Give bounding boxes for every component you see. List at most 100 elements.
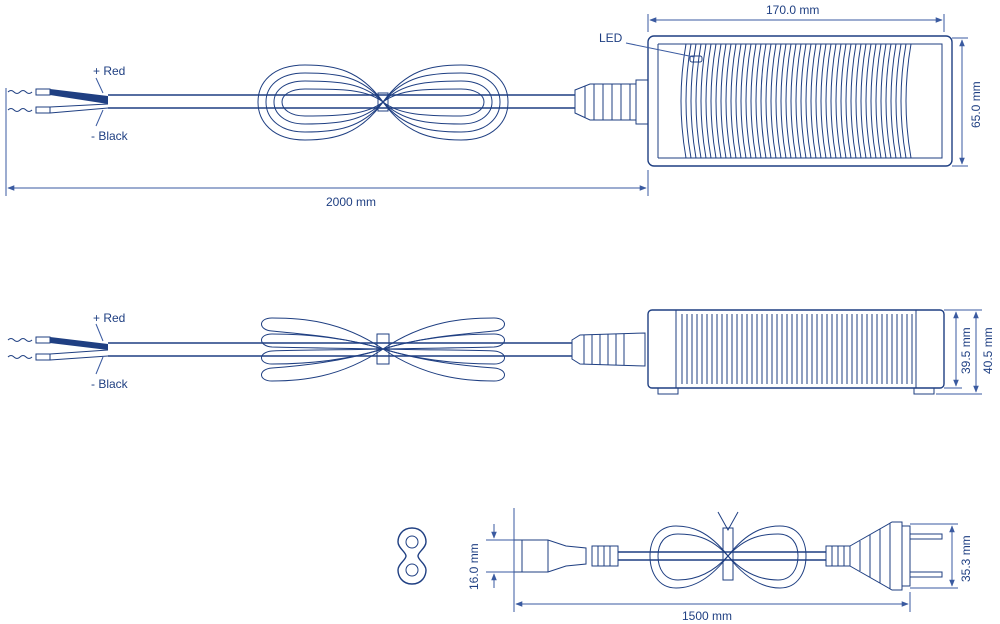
foot-right [913, 387, 935, 395]
plug-pin-top [909, 533, 943, 540]
cooling-rib [810, 43, 817, 159]
euro-plug [825, 521, 943, 591]
cooling-rib [765, 43, 772, 159]
cooling-rib [795, 43, 802, 159]
wire-ends-side [7, 323, 109, 375]
adapter-body-side [647, 309, 945, 395]
cooling-rib [725, 43, 732, 159]
cooling-rib [690, 43, 697, 159]
cooling-rib [715, 43, 722, 159]
cooling-rib [790, 43, 797, 159]
cable-tie [377, 92, 389, 112]
ac-length-label: 1500 mm [682, 609, 732, 623]
cooling-rib [710, 43, 717, 159]
cooling-ribs-top [680, 43, 912, 159]
cooling-rib [800, 43, 807, 159]
cooling-rib [860, 43, 867, 159]
cooling-rib [695, 43, 702, 159]
cooling-rib [720, 43, 727, 159]
cooling-rib [775, 43, 782, 159]
cooling-rib [755, 43, 762, 159]
connector-height-label: 16.0 mm [467, 543, 481, 590]
height-39-label: 39.5 mm [959, 327, 973, 374]
foot-left [657, 387, 679, 395]
led-leader [625, 42, 695, 58]
red-wire-jacket [50, 89, 108, 104]
cooling-rib [875, 43, 882, 159]
height-40-label: 40.5 mm [981, 327, 995, 374]
cooling-rib [840, 43, 847, 159]
side-height-dimension [936, 309, 982, 395]
ac-cord-view: 16.0 mm [397, 508, 973, 623]
plug-height-dimension [910, 523, 958, 589]
cooling-rib [845, 43, 852, 159]
side-view: + Red - Black [7, 309, 995, 395]
led-label: LED [599, 31, 623, 45]
red-wire-label: + Red [93, 64, 125, 78]
cooling-rib [835, 43, 842, 159]
width-dimension [647, 14, 945, 32]
cooling-rib [805, 43, 812, 159]
adapter-body-top [625, 35, 953, 167]
cooling-rib [905, 43, 912, 159]
cable-tie-side [376, 333, 390, 365]
wire-ends [7, 77, 109, 127]
black-wire-label-side: - Black [91, 377, 129, 391]
height-dimension [952, 37, 968, 167]
led-indicator [689, 55, 703, 63]
plug-pin-bottom [909, 571, 943, 578]
connector-height-dimension [486, 524, 514, 588]
cooling-rib [815, 43, 822, 159]
cooling-rib [880, 43, 887, 159]
cooling-rib [855, 43, 862, 159]
cooling-rib [890, 43, 897, 159]
c8-connector-body [513, 539, 619, 573]
top-view: + Red - Black [5, 3, 983, 209]
strain-relief [574, 79, 649, 125]
cooling-rib [885, 43, 892, 159]
cooling-rib [865, 43, 872, 159]
ac-cable-tie [722, 527, 734, 581]
cooling-rib [830, 43, 837, 159]
ac-cable-coil [649, 511, 807, 589]
plug-height-label: 35.3 mm [959, 535, 973, 582]
cable-coil [257, 64, 509, 141]
cooling-rib [770, 43, 777, 159]
red-wire-jacket-side [50, 337, 108, 350]
ac-length-dimension [513, 508, 911, 612]
cooling-rib [730, 43, 737, 159]
cable-coil-side [261, 317, 505, 382]
black-wire-label: - Black [91, 129, 129, 143]
cooling-rib [705, 43, 712, 159]
cooling-rib [785, 43, 792, 159]
cooling-rib [900, 43, 907, 159]
dc-cable-side [108, 342, 572, 357]
length-label: 2000 mm [326, 195, 376, 209]
red-wire-label-side: + Red [93, 311, 125, 325]
cooling-rib [760, 43, 767, 159]
cooling-rib [850, 43, 857, 159]
cooling-rib [680, 43, 687, 159]
black-leader [95, 109, 104, 127]
cooling-rib [825, 43, 832, 159]
cooling-ribs-side [681, 314, 913, 384]
cooling-rib [780, 43, 787, 159]
ac-tie-tail [717, 511, 739, 532]
c8-connector-face [397, 527, 427, 585]
cooling-rib [740, 43, 747, 159]
red-leader [95, 77, 104, 94]
cooling-rib [700, 43, 707, 159]
ac-cable [618, 551, 826, 561]
cooling-rib [895, 43, 902, 159]
cooling-rib [745, 43, 752, 159]
cooling-rib [750, 43, 757, 159]
strain-relief-side [571, 332, 646, 367]
cooling-rib [735, 43, 742, 159]
length-dimension [5, 88, 649, 196]
cooling-rib [820, 43, 827, 159]
cooling-rib [870, 43, 877, 159]
height-label: 65.0 mm [969, 81, 983, 128]
dc-cable [108, 94, 575, 109]
